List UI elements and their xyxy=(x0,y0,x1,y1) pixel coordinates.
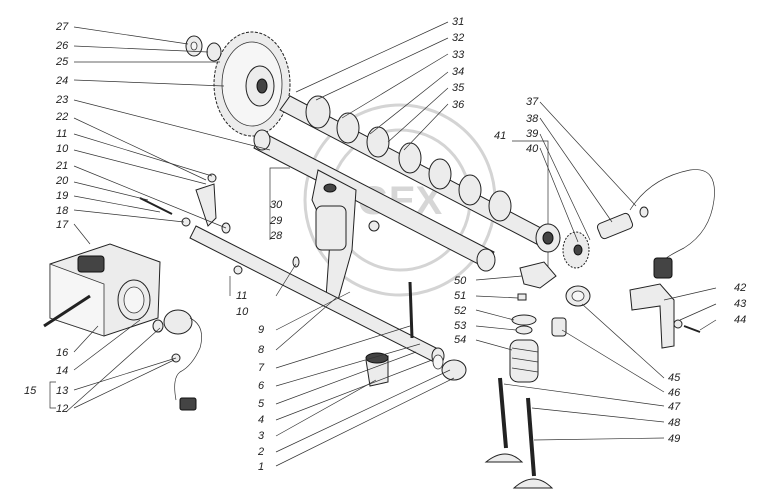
callout-26: 26 xyxy=(55,40,69,52)
callout-51: 51 xyxy=(454,290,466,302)
callout-32: 32 xyxy=(452,32,464,44)
callout-11b: 11 xyxy=(236,290,247,302)
callout-30: 30 xyxy=(270,199,283,211)
spring-54 xyxy=(509,339,539,383)
callout-41: 41 xyxy=(494,130,506,142)
callout-25: 25 xyxy=(55,56,69,68)
callout-22: 22 xyxy=(55,111,68,123)
pin-7 xyxy=(408,281,414,339)
callout-53: 53 xyxy=(454,320,467,332)
plug-2 xyxy=(432,354,467,381)
callout-14: 14 xyxy=(56,365,68,377)
seat-53 xyxy=(515,325,533,335)
callout-13: 13 xyxy=(56,385,69,397)
callout-12: 12 xyxy=(56,403,68,415)
valve-48 xyxy=(512,397,554,489)
callout-19: 19 xyxy=(56,190,68,202)
callout-10a: 10 xyxy=(56,143,69,155)
callout-8: 8 xyxy=(258,344,265,356)
callout-39: 39 xyxy=(526,128,538,140)
callout-44: 44 xyxy=(734,314,746,326)
callout-48: 48 xyxy=(668,417,681,429)
callout-43: 43 xyxy=(734,298,747,310)
callout-labels: 1 2 3 4 5 6 7 8 9 10 10 11 11 12 13 14 1… xyxy=(24,16,747,473)
bolt-9 xyxy=(292,256,300,268)
nut-10 xyxy=(207,173,217,183)
callout-28: 28 xyxy=(269,230,283,242)
callout-35: 35 xyxy=(452,82,465,94)
callout-20: 20 xyxy=(55,175,69,187)
bracket-15-bottom xyxy=(49,390,56,409)
rocker-50 xyxy=(519,261,557,289)
washer-43 xyxy=(673,319,683,329)
camshaft-gear xyxy=(213,31,291,137)
bracket-28-30 xyxy=(269,167,290,240)
callout-27: 27 xyxy=(55,21,69,33)
callout-17: 17 xyxy=(56,219,69,231)
callout-45: 45 xyxy=(668,372,681,384)
valve-seal-46 xyxy=(551,317,567,337)
rocker-shaft xyxy=(253,129,496,272)
callout-21: 21 xyxy=(55,160,68,172)
callout-38: 38 xyxy=(526,113,539,125)
sensor-gear-40 xyxy=(562,231,590,269)
camshaft xyxy=(279,95,561,253)
bolt-16 xyxy=(43,294,91,328)
sensor-37 xyxy=(596,169,715,279)
callout-52: 52 xyxy=(454,305,466,317)
callout-23: 23 xyxy=(55,94,69,106)
callout-5: 5 xyxy=(258,398,265,410)
callout-1: 1 xyxy=(258,461,264,473)
callout-49: 49 xyxy=(668,433,680,445)
leader-lines xyxy=(65,21,717,467)
callout-29: 29 xyxy=(269,215,282,227)
bolt-44 xyxy=(683,325,701,333)
callout-3: 3 xyxy=(258,430,265,442)
actuator-housing xyxy=(49,243,161,337)
actuator-solenoid xyxy=(152,309,202,411)
valve-47 xyxy=(484,377,524,463)
callout-47: 47 xyxy=(668,401,681,413)
callout-42: 42 xyxy=(734,282,746,294)
callout-15: 15 xyxy=(24,385,37,397)
bolt-26 xyxy=(206,42,222,62)
bracket-42 xyxy=(629,283,675,349)
bracket-15-top xyxy=(49,381,56,390)
callout-4: 4 xyxy=(258,414,264,426)
callout-36: 36 xyxy=(452,99,465,111)
callout-7: 7 xyxy=(258,362,265,374)
bracket-22 xyxy=(195,183,217,227)
key-51 xyxy=(517,293,527,301)
callout-34: 34 xyxy=(452,66,464,78)
callout-2: 2 xyxy=(257,446,264,458)
callout-11a: 11 xyxy=(56,128,67,140)
nut-28 xyxy=(368,220,380,232)
callout-18: 18 xyxy=(56,205,69,217)
callout-54: 54 xyxy=(454,334,466,346)
callout-33: 33 xyxy=(452,49,465,61)
nut-10b xyxy=(233,265,243,275)
clip-45 xyxy=(565,285,591,307)
callout-37: 37 xyxy=(526,96,539,108)
callout-46: 46 xyxy=(668,387,681,399)
callout-10b: 10 xyxy=(236,306,249,318)
callout-31: 31 xyxy=(452,16,464,28)
callout-40: 40 xyxy=(526,143,539,155)
callout-9: 9 xyxy=(258,324,264,336)
callout-24: 24 xyxy=(55,75,68,87)
washer-27 xyxy=(185,35,203,57)
cup-3 xyxy=(365,352,389,387)
callout-50: 50 xyxy=(454,275,467,287)
callout-6: 6 xyxy=(258,380,265,392)
pin-20 xyxy=(139,197,173,215)
callout-16: 16 xyxy=(56,347,69,359)
retainer-52 xyxy=(511,314,537,326)
